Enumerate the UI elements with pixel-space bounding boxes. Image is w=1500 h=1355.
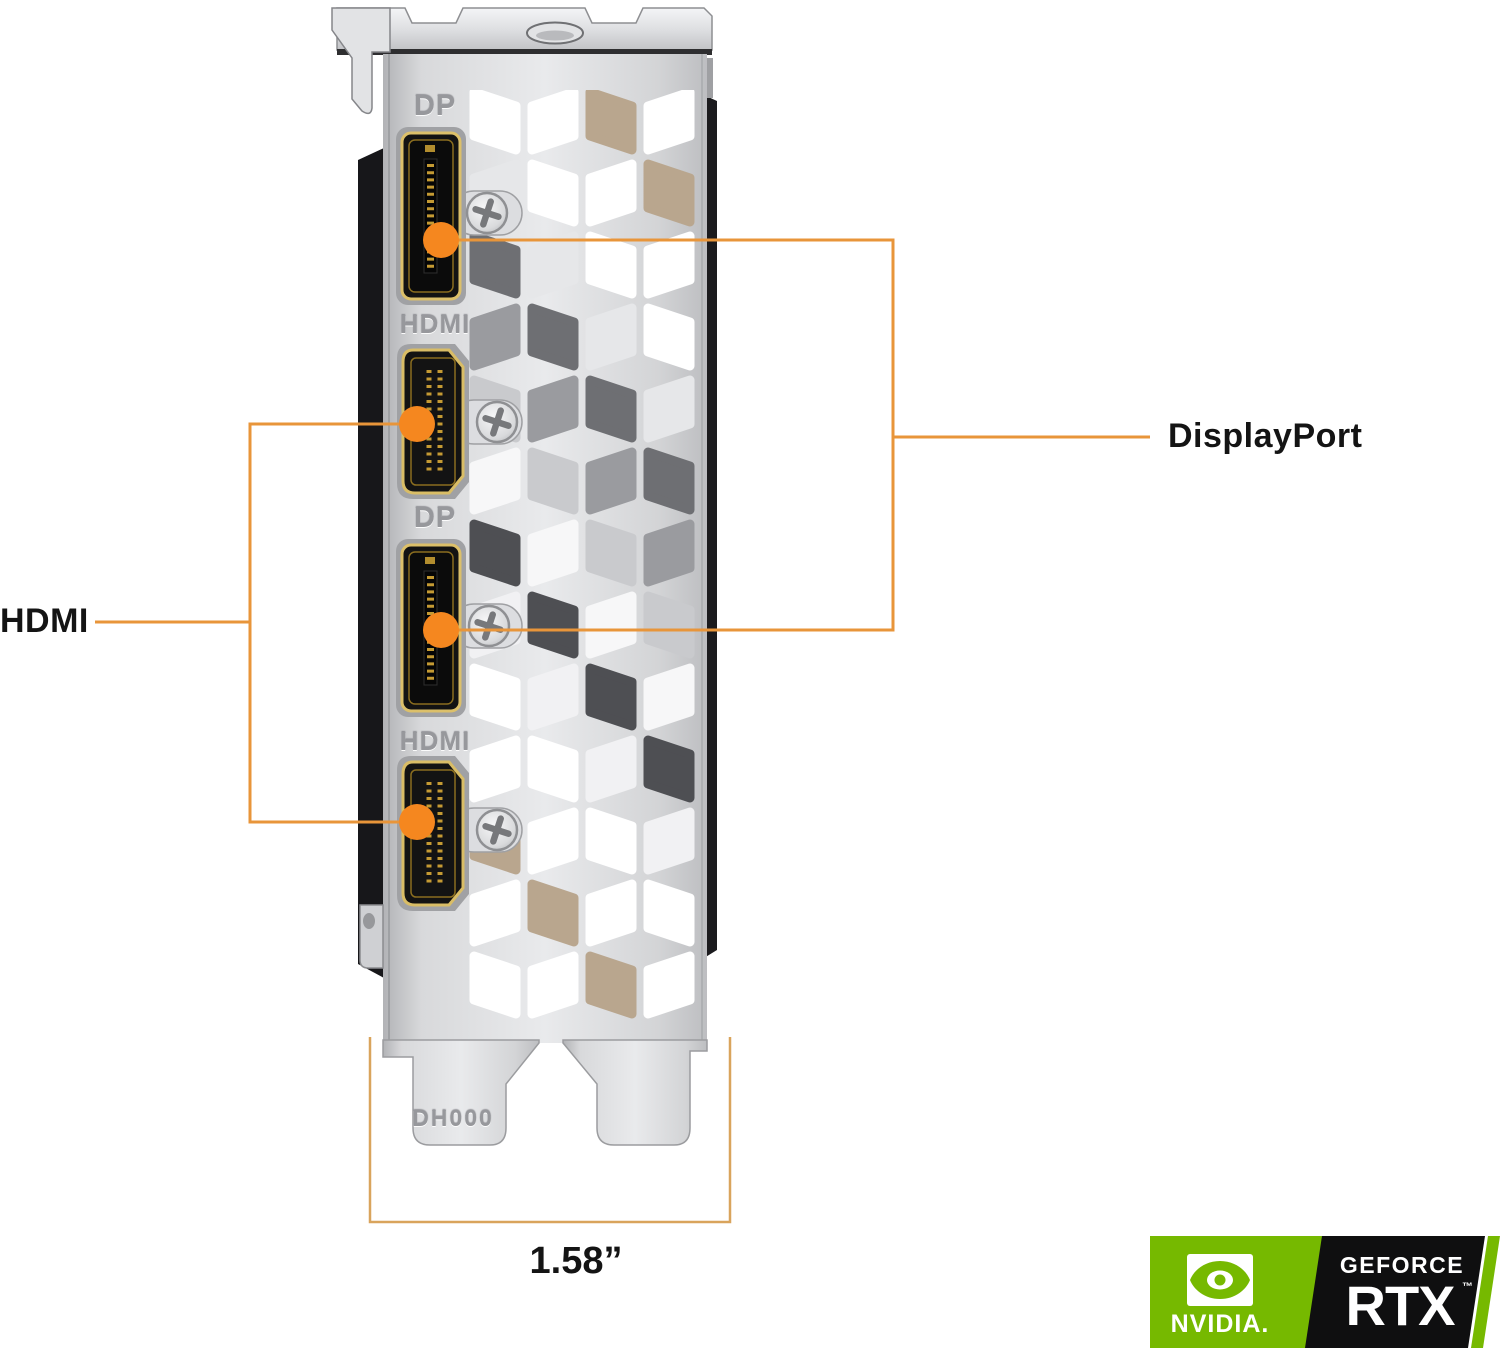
vent-cell (643, 807, 695, 875)
port-label-dp-2: DP (413, 502, 457, 534)
hdmi1-marker-dot (399, 406, 435, 442)
vent-cell (585, 159, 637, 227)
bracket-screw-2 (477, 402, 517, 442)
vent-cell (585, 90, 637, 155)
callout-displayport-lines (441, 238, 1150, 632)
vent-cell (643, 303, 695, 371)
port-label-hdmi-1: HDMI (399, 309, 471, 339)
width-dimension-label: 1.58” (529, 1240, 623, 1282)
bracket-top-flange (331, 7, 713, 115)
vent-cell (527, 159, 579, 227)
badge-brand-text: NVIDIA. (1170, 1310, 1270, 1338)
vent-cell (527, 375, 579, 443)
hdmi2-marker-dot (399, 804, 435, 840)
vent-cell (643, 447, 695, 515)
vent-cell (643, 375, 695, 443)
bracket-screw-3 (469, 606, 509, 646)
vent-cell (585, 591, 637, 659)
vent-cell (643, 519, 695, 587)
vent-cell (643, 90, 695, 155)
vent-cell (469, 231, 521, 299)
badge-model-text: RTX (1345, 1274, 1456, 1337)
vent-cell (527, 879, 579, 947)
vent-cell (469, 663, 521, 731)
bracket-leg-right (562, 1039, 708, 1146)
measurement-bracket (368, 1037, 732, 1224)
vent-cell (527, 807, 579, 875)
displayport-callout-label: DisplayPort (1168, 417, 1363, 455)
vent-cell (585, 879, 637, 947)
displayport-port-1 (396, 127, 466, 305)
vent-cell (469, 879, 521, 947)
callout-hdmi-lines (95, 422, 417, 824)
card-edge-right (704, 95, 717, 958)
vent-cell (643, 663, 695, 731)
vent-cell (527, 735, 579, 803)
bracket-stamp: DH000 (412, 1105, 494, 1131)
vent-cell (585, 231, 637, 299)
bracket-left-hook (331, 7, 391, 115)
vent-cell (585, 663, 637, 731)
port-marker-dots (399, 222, 459, 840)
vent-cell (585, 519, 637, 587)
vent-cell (585, 375, 637, 443)
badge-black-block (1305, 1236, 1485, 1348)
vent-cell (643, 591, 695, 659)
badge-shapes (1150, 1236, 1500, 1348)
bracket-screw-1 (467, 193, 507, 233)
vent-cell (527, 447, 579, 515)
vent-cell (527, 519, 579, 587)
badge-trademark: ™ (1462, 1281, 1473, 1293)
vent-cell (527, 90, 579, 155)
vent-cell (585, 447, 637, 515)
vent-cell (469, 303, 521, 371)
vent-cell (469, 951, 521, 1019)
vent-cell (527, 663, 579, 731)
vent-cell (585, 303, 637, 371)
nvidia-eye-icon (1187, 1254, 1253, 1306)
bracket-screw-4 (477, 810, 517, 850)
vent-cell (643, 735, 695, 803)
vent-cell (643, 159, 695, 227)
vent-cell (585, 807, 637, 875)
dp1-marker-dot (423, 222, 459, 258)
badge-green-stripe (1471, 1236, 1500, 1348)
vent-grid (469, 90, 695, 1019)
vent-cell (643, 231, 695, 299)
vent-cell (585, 735, 637, 803)
vent-cell (469, 447, 521, 515)
port-label-dp-1: DP (413, 90, 457, 122)
dp2-marker-dot (423, 612, 459, 648)
badge-series-text: GEFORCE (1339, 1252, 1465, 1278)
card-edge-left (358, 148, 384, 978)
vent-cell (527, 303, 579, 371)
vent-cell (469, 735, 521, 803)
vent-cell (585, 951, 637, 1019)
vent-cell (643, 879, 695, 947)
vent-cell (643, 951, 695, 1019)
vent-cell (469, 519, 521, 587)
nvidia-geforce-rtx-badge: NVIDIA. GEFORCE RTX ™ (1150, 1236, 1500, 1348)
vent-cell (527, 951, 579, 1019)
bracket-leg-left (382, 1039, 540, 1146)
port-label-hdmi-2: HDMI (399, 726, 471, 756)
vent-cell (527, 591, 579, 659)
vent-cell (469, 90, 521, 155)
vent-cell (527, 231, 579, 299)
hdmi-callout-label: HDMI (0, 602, 89, 640)
